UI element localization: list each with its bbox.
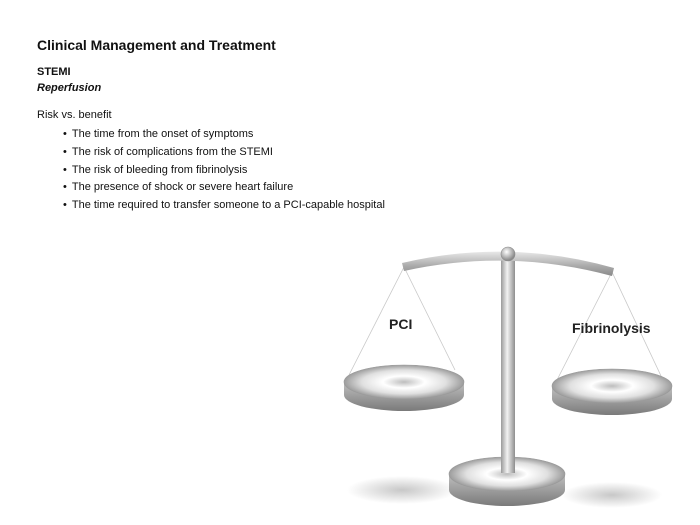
left-pan-shadow bbox=[347, 476, 457, 504]
bullet-item: The presence of shock or severe heart fa… bbox=[63, 179, 385, 197]
scale-post-foot bbox=[501, 455, 515, 473]
left-string bbox=[403, 266, 456, 371]
bullet-item: The risk of complications from the STEMI bbox=[63, 144, 385, 162]
right-pan-label: Fibrinolysis bbox=[572, 320, 651, 336]
page-title: Clinical Management and Treatment bbox=[37, 37, 276, 53]
bullet-item: The risk of bleeding from fibrinolysis bbox=[63, 162, 385, 180]
right-string bbox=[556, 271, 613, 381]
left-pan bbox=[343, 364, 465, 400]
right-string bbox=[611, 271, 663, 379]
left-pan-label: PCI bbox=[389, 316, 413, 332]
section-heading: STEMI bbox=[37, 66, 71, 78]
scale-post bbox=[501, 258, 515, 473]
bullet-item: The time from the onset of symptoms bbox=[63, 126, 385, 144]
subsection-heading: Reperfusion bbox=[37, 82, 102, 94]
scale-knob bbox=[500, 246, 516, 262]
intro-text: Risk vs. benefit bbox=[37, 109, 112, 121]
scale-beam bbox=[402, 251, 614, 276]
right-pan-shadow bbox=[562, 482, 662, 508]
left-string bbox=[348, 266, 405, 376]
right-pan bbox=[551, 368, 673, 404]
bullet-item: The time required to transfer someone to… bbox=[63, 197, 385, 215]
balance-scale-illustration bbox=[343, 246, 673, 508]
bullet-list: The time from the onset of symptoms The … bbox=[63, 126, 385, 215]
